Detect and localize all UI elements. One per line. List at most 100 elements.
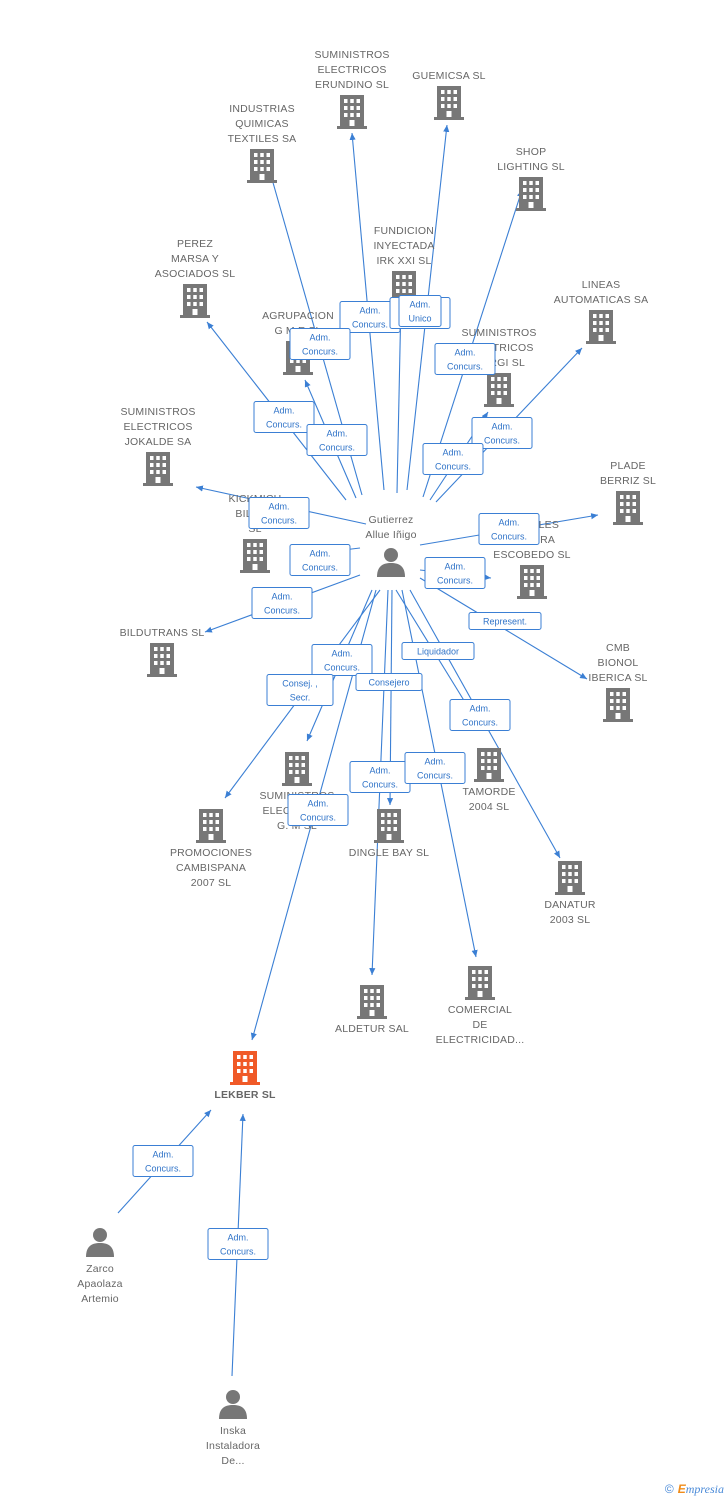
node-label: Instaladora xyxy=(206,1440,260,1452)
node-label: LEKBER SL xyxy=(214,1089,276,1101)
relation-label-text: Adm. xyxy=(326,429,347,439)
relation-label-suministros_gm[interactable]: Adm.Concurs. xyxy=(311,644,373,676)
node-label: ELECTRICOS xyxy=(317,64,386,76)
relation-label-text: Concurs. xyxy=(266,420,302,430)
relation-label-text: Adm. xyxy=(309,549,330,559)
node-label: MARSA Y xyxy=(171,253,219,265)
relation-label-box xyxy=(449,699,511,731)
person-node-inska[interactable]: InskaInstaladoraDe... xyxy=(206,1390,260,1467)
relation-label-lineas[interactable]: Adm.Concurs. xyxy=(471,417,533,449)
relation-label-suministros_elirgi[interactable]: Adm.Concurs. xyxy=(422,443,484,475)
relation-label-danatur[interactable]: Adm.Concurs. xyxy=(449,699,511,731)
node-label: FUNDICION xyxy=(374,225,434,237)
relation-label-lekber[interactable]: Adm. Concurs. xyxy=(207,1228,269,1260)
relation-label-shop[interactable]: Adm. Concurs. xyxy=(434,343,496,375)
relation-label-text: Unico xyxy=(408,314,431,324)
node-label: AUTOMATICAS SA xyxy=(554,294,649,306)
company-node-dingle[interactable]: DINGLE BAY SL xyxy=(349,809,429,859)
building-icon xyxy=(374,809,404,843)
node-label: IRK XXI SL xyxy=(376,255,431,267)
relation-label-dingle[interactable]: Consejero xyxy=(355,673,423,691)
person-icon xyxy=(377,548,405,577)
building-icon xyxy=(484,373,514,407)
relation-label-lekber[interactable]: Adm.Concurs. xyxy=(132,1145,194,1177)
relation-label-fundicion[interactable]: Adm. Unico xyxy=(398,295,442,327)
brand-name: mpresia xyxy=(685,1482,724,1496)
relation-label-text: Concurs. xyxy=(484,436,520,446)
building-icon xyxy=(434,86,464,120)
relation-label-text: Concurs. xyxy=(220,1247,256,1257)
company-node-lekber[interactable]: LEKBER SL xyxy=(214,1051,276,1101)
relation-label-tamorde[interactable]: Liquidador xyxy=(401,642,475,660)
relation-label-box xyxy=(287,794,349,826)
relation-label-plade[interactable]: Adm.Concurs. xyxy=(478,513,540,545)
relation-label-cmb[interactable]: Represent. xyxy=(468,612,542,630)
node-label: Inska xyxy=(220,1425,246,1437)
building-icon xyxy=(474,748,504,782)
node-label: ELECTRICIDAD... xyxy=(436,1034,525,1046)
relation-label-text: Adm. xyxy=(227,1233,248,1243)
relation-label-text: Concurs. xyxy=(261,516,297,526)
relation-label-box xyxy=(422,443,484,475)
building-icon xyxy=(247,149,277,183)
relation-label-box xyxy=(434,343,496,375)
relation-label-perez[interactable]: Adm.Concurs. xyxy=(253,401,315,433)
relation-label-text: Adm. xyxy=(331,649,352,659)
relation-label-text: Concurs. xyxy=(145,1164,181,1174)
relation-label-text: Concurs. xyxy=(447,362,483,372)
relation-labels-layer: Adm. Concurs. Adm. Concurs. Adm. Concurs. Adm.… xyxy=(132,295,542,1260)
relation-label-text: Concurs. xyxy=(417,771,453,781)
building-icon xyxy=(282,752,312,786)
relation-label-text: Adm. xyxy=(454,348,475,358)
node-label: PEREZ xyxy=(177,238,213,250)
node-label: PLADE xyxy=(610,460,645,472)
relation-label-text: Adm. xyxy=(409,300,430,310)
relation-label-box xyxy=(306,424,368,456)
relation-label-industrias[interactable]: Adm.Concurs. xyxy=(289,328,351,360)
relation-label-box xyxy=(468,612,542,630)
node-label: CAMBISPANA xyxy=(176,862,246,874)
relation-label-box xyxy=(132,1145,194,1177)
relation-label-lekber[interactable]: Adm.Concurs. xyxy=(287,794,349,826)
company-node-aldetur[interactable]: ALDETUR SAL xyxy=(335,985,409,1035)
company-node-comercial[interactable]: COMERCIALDEELECTRICIDAD... xyxy=(436,966,525,1046)
node-label: SUMINISTROS xyxy=(120,406,195,418)
relation-label-text: Adm. xyxy=(309,333,330,343)
node-label: Gutierrez xyxy=(369,514,414,526)
relation-label-kickmich[interactable]: Adm.Concurs. xyxy=(289,544,351,576)
node-label: IBERICA SL xyxy=(588,672,647,684)
relation-label-promociones[interactable]: Consej. ,Secr. xyxy=(266,674,334,706)
node-label: QUIMICAS xyxy=(235,118,289,130)
company-node-lineas[interactable]: LINEAS AUTOMATICAS SA xyxy=(554,279,649,344)
relation-label-box xyxy=(478,513,540,545)
relation-label-escobedo[interactable]: Adm.Concurs. xyxy=(424,557,486,589)
relation-label-aldetur[interactable]: Adm.Concurs. xyxy=(349,761,411,793)
relation-label-comercial[interactable]: Adm.Concurs. xyxy=(404,752,466,784)
relation-label-jokalde[interactable]: Adm.Concurs. xyxy=(248,497,310,529)
relation-label-bildutrans[interactable]: Adm.Concurs. xyxy=(251,587,313,619)
node-label: COMERCIAL xyxy=(448,1004,512,1016)
node-label: BILDUTRANS SL xyxy=(120,627,205,639)
footer-credit[interactable]: ©Empresia xyxy=(665,1482,724,1497)
node-label: TAMORDE xyxy=(462,786,515,798)
relation-label-agrupacion[interactable]: Adm.Concurs. xyxy=(306,424,368,456)
building-icon xyxy=(337,95,367,129)
company-node-guemicsa[interactable]: GUEMICSA SL xyxy=(412,70,485,120)
building-icon xyxy=(586,310,616,344)
node-label: LINEAS xyxy=(582,279,621,291)
company-node-bildutrans[interactable]: BILDUTRANS SL xyxy=(120,627,205,677)
